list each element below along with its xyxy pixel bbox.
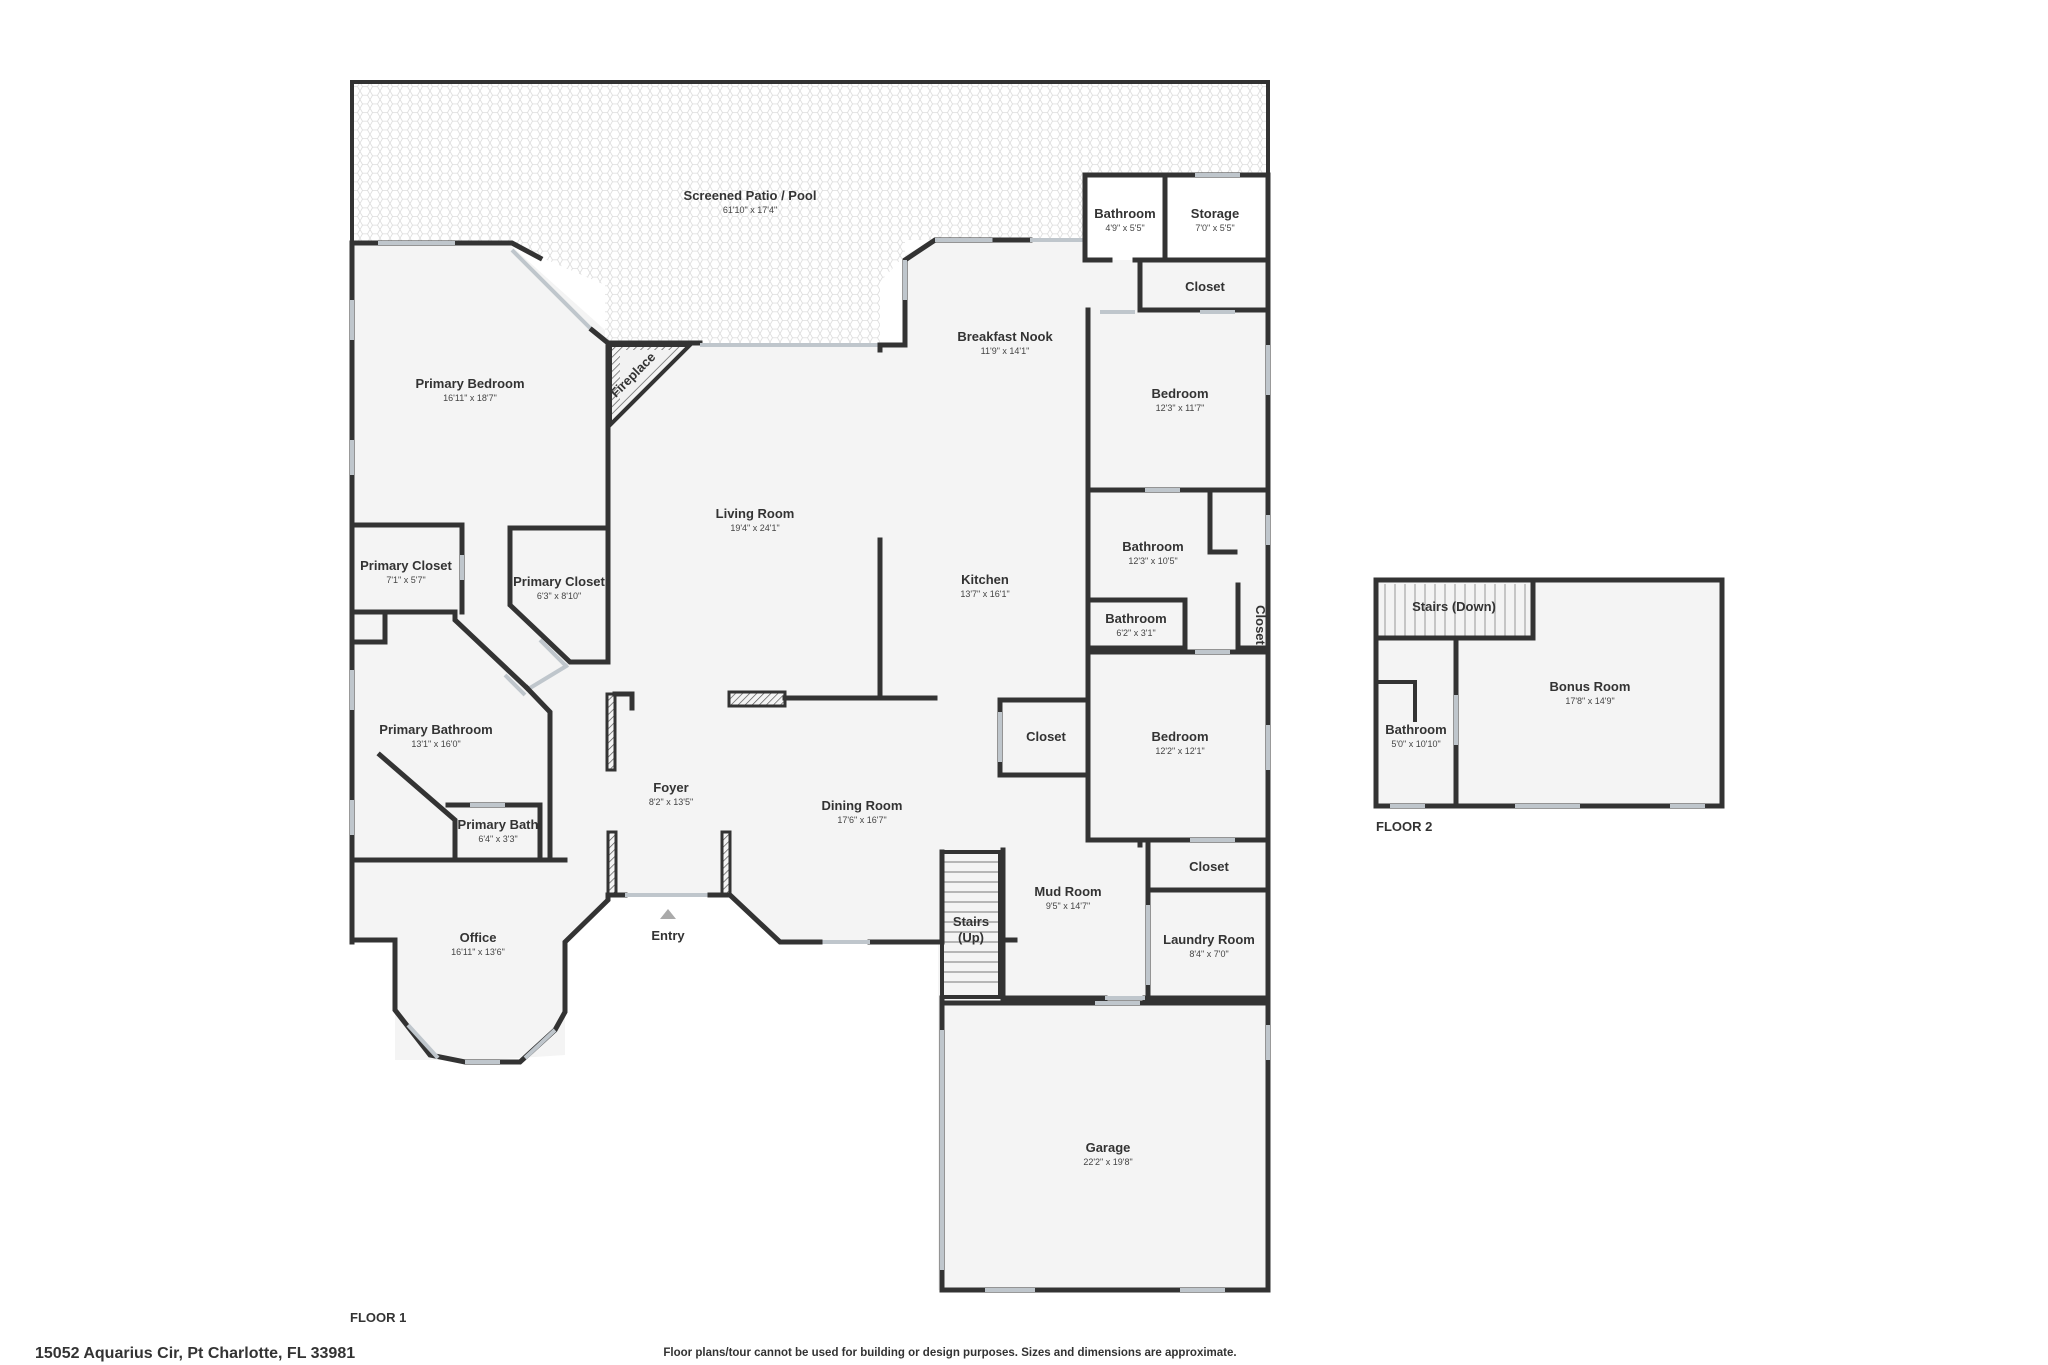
room-name: Living Room xyxy=(716,506,795,521)
floor1-labels: Screened Patio / Pool 61'10" x 17'4" Bat… xyxy=(350,188,1268,1325)
room-dims: 5'0" x 10'10" xyxy=(1391,739,1440,749)
room-dims: 17'8" x 14'9" xyxy=(1565,696,1614,706)
room-name: Bathroom xyxy=(1105,611,1166,626)
room-dims: 8'4" x 7'0" xyxy=(1189,949,1228,959)
room-name: Primary Closet xyxy=(513,574,605,589)
floor2-plan xyxy=(1373,577,1725,809)
room-name: Storage xyxy=(1191,206,1239,221)
room-name: Closet xyxy=(1189,859,1229,874)
room-name: Primary Bathroom xyxy=(379,722,492,737)
room-dims: 12'3" x 11'7" xyxy=(1156,403,1205,413)
room-name: Bathroom xyxy=(1094,206,1155,221)
floor2-labels: Stairs (Down) Bonus Room 17'8" x 14'9" B… xyxy=(1376,599,1630,834)
room-name: Closet xyxy=(1026,729,1066,744)
room-dims: 6'4" x 3'3" xyxy=(478,834,517,844)
room-name: Screened Patio / Pool xyxy=(684,188,817,203)
disclaimer: Floor plans/tour cannot be used for buil… xyxy=(663,1347,1236,1359)
room-dims: 17'6" x 16'7" xyxy=(837,815,886,825)
room-name: Office xyxy=(460,930,497,945)
room-name: Primary Bath xyxy=(458,817,539,832)
room-name: Laundry Room xyxy=(1163,932,1255,947)
room-dims: 13'7" x 16'1" xyxy=(960,589,1009,599)
room-name: Bathroom xyxy=(1385,722,1446,737)
room-dims: 16'11" x 18'7" xyxy=(443,393,497,403)
room-dims: 4'9" x 5'5" xyxy=(1105,223,1144,233)
room-dims: 12'2" x 12'1" xyxy=(1155,746,1204,756)
room-name: Bonus Room xyxy=(1550,679,1631,694)
room-dims: (Up) xyxy=(958,930,984,945)
floor1-label: FLOOR 1 xyxy=(350,1310,406,1325)
room-name: Kitchen xyxy=(961,572,1009,587)
entry-label: Entry xyxy=(651,928,685,943)
room-dims: 7'0" x 5'5" xyxy=(1195,223,1234,233)
floor1-plan xyxy=(349,80,1271,1293)
room-dims: 6'2" x 3'1" xyxy=(1116,628,1155,638)
room-dims: 6'3" x 8'10" xyxy=(537,591,581,601)
room-name: Dining Room xyxy=(822,798,903,813)
room-dims: 61'10" x 17'4" xyxy=(723,205,777,215)
room-dims: 8'2" x 13'5" xyxy=(649,797,693,807)
floor2-label: FLOOR 2 xyxy=(1376,819,1432,834)
room-dims: 13'1" x 16'0" xyxy=(411,739,460,749)
room-name: Bedroom xyxy=(1151,386,1208,401)
room-dims: 19'4" x 24'1" xyxy=(730,523,779,533)
room-name: Breakfast Nook xyxy=(957,329,1053,344)
room-name: Foyer xyxy=(653,780,688,795)
room-name: Garage xyxy=(1086,1140,1131,1155)
room-dims: 12'3" x 10'5" xyxy=(1128,556,1177,566)
room-name: Stairs xyxy=(953,914,989,929)
room-name: Bedroom xyxy=(1151,729,1208,744)
address: 15052 Aquarius Cir, Pt Charlotte, FL 339… xyxy=(35,1345,355,1362)
entry-arrow-icon xyxy=(660,909,676,919)
room-dims: 11'9" x 14'1" xyxy=(981,346,1030,356)
room-name: Stairs (Down) xyxy=(1412,599,1496,614)
room-dims: 16'11" x 13'6" xyxy=(451,947,505,957)
room-name: Closet xyxy=(1253,605,1268,645)
room-dims: 9'5" x 14'7" xyxy=(1046,901,1090,911)
room-name: Mud Room xyxy=(1034,884,1101,899)
interior-floor xyxy=(352,240,1268,1290)
stairs-down-drawing xyxy=(1384,584,1526,636)
room-name: Primary Closet xyxy=(360,558,452,573)
room-name: Closet xyxy=(1185,279,1225,294)
patio-area xyxy=(352,82,1268,345)
room-name: Bathroom xyxy=(1122,539,1183,554)
room-dims: 7'1" x 5'7" xyxy=(386,575,425,585)
room-name: Primary Bedroom xyxy=(415,376,524,391)
room-dims: 22'2" x 19'8" xyxy=(1083,1157,1132,1167)
